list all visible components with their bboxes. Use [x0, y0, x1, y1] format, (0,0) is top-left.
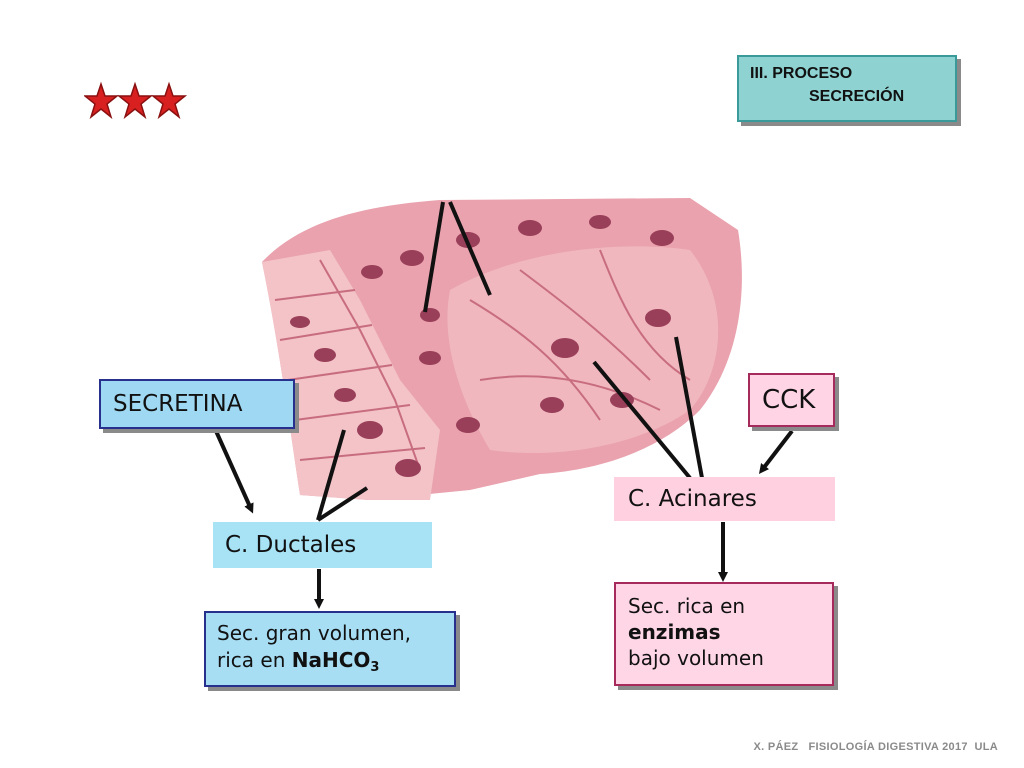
ductal-secretion-prefix: rica en [217, 648, 292, 672]
footer-credit: X. PÁEZ FISIOLOGÍA DIGESTIVA 2017 ULA [753, 741, 998, 753]
acinar-secretion-line1: Sec. rica en [628, 594, 746, 618]
tissue-mass [262, 198, 742, 500]
ductal-secretion-box: Sec. gran volumen, rica en NaHCO3 [204, 611, 456, 687]
acinar-secretion-box: Sec. rica en enzimas bajo volumen [614, 582, 834, 686]
secretina-box: SECRETINA [99, 379, 295, 429]
ductal-secretion-line2: rica en NaHCO3 [217, 647, 454, 681]
nahco3-formula: NaHCO3 [291, 648, 380, 675]
three-stars-icon [84, 81, 188, 120]
acinar-secretion-line2: enzimas [628, 619, 832, 645]
ductal-cells-label: C. Ductales [213, 522, 432, 568]
formula-base: NaHCO [291, 648, 371, 672]
cck-box: CCK [748, 373, 835, 427]
ductal-secretion-line1: Sec. gran volumen, [217, 621, 412, 645]
section-title-box: III. PROCESO SECRECIÓN [737, 55, 957, 122]
connector-lines [316, 201, 704, 522]
section-title-line2: SECRECIÓN [809, 88, 905, 105]
formula-subscript: 3 [370, 660, 380, 675]
arrows [214, 429, 794, 609]
acinar-cells-label: C. Acinares [614, 477, 835, 521]
enzimas-text: enzimas [628, 620, 721, 644]
section-title-line1: III. PROCESO [750, 65, 853, 82]
acinar-secretion-line3: bajo volumen [628, 646, 764, 670]
